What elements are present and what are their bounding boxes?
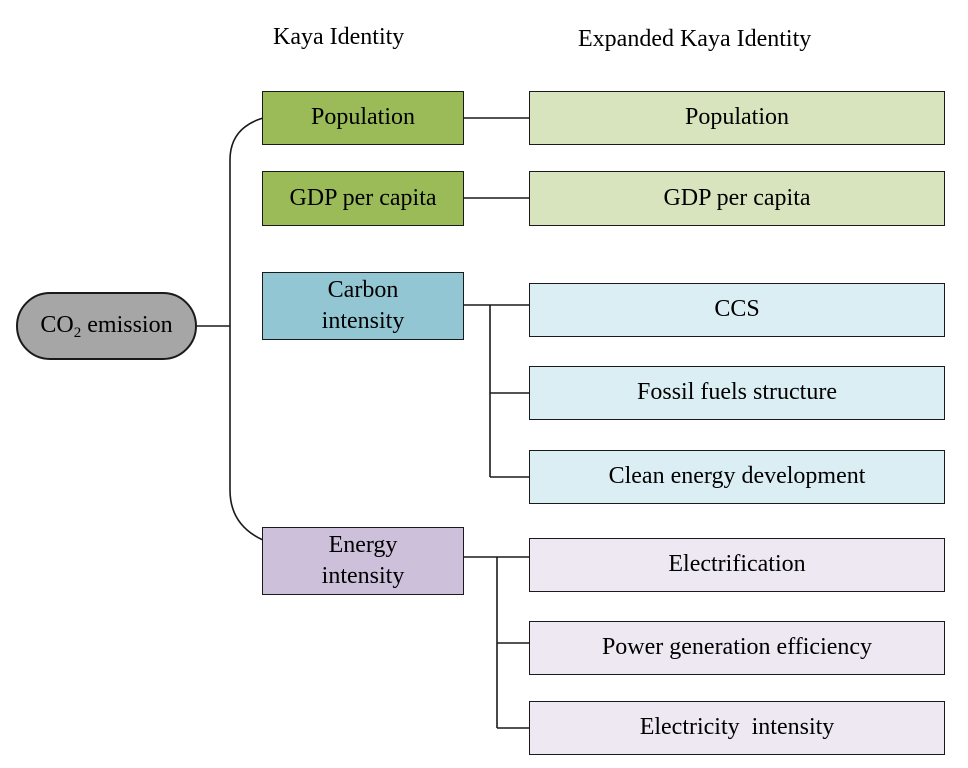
kaya-carbon-intensity-node: Carbon intensity (262, 272, 464, 340)
carbon-intensity-line1: Carbon (327, 276, 399, 303)
energy-intensity-line1: Energy (328, 531, 398, 558)
expanded-power-generation-node: Power generation efficiency (529, 621, 945, 675)
expanded-electricity-intensity-node: Electricity intensity (529, 701, 945, 755)
kaya-population-node: Population (262, 91, 464, 145)
co2-subscript: 2 (73, 325, 82, 342)
expanded-clean-energy-node: Clean energy development (529, 450, 945, 504)
carbon-intensity-line2: intensity (321, 308, 405, 334)
co2-emission-label: CO2 emission (40, 310, 172, 341)
expanded-population-node: Population (529, 91, 945, 145)
co2-suffix: emission (81, 312, 173, 339)
kaya-identity-header: Kaya Identity (273, 24, 405, 50)
expanded-ccs-node: CCS (529, 283, 945, 337)
expanded-fossil-fuels-node: Fossil fuels structure (529, 366, 945, 420)
kaya-energy-intensity-node: Energy intensity (262, 527, 464, 595)
expanded-electrification-node: Electrification (529, 538, 945, 592)
co2-prefix: CO (40, 312, 74, 339)
expanded-gdp-node: GDP per capita (529, 171, 945, 226)
co2-emission-node: CO2 emission (16, 292, 197, 360)
energy-intensity-line2: intensity (321, 563, 405, 589)
expanded-kaya-identity-header: Expanded Kaya Identity (578, 26, 812, 52)
kaya-gdp-node: GDP per capita (262, 171, 464, 226)
